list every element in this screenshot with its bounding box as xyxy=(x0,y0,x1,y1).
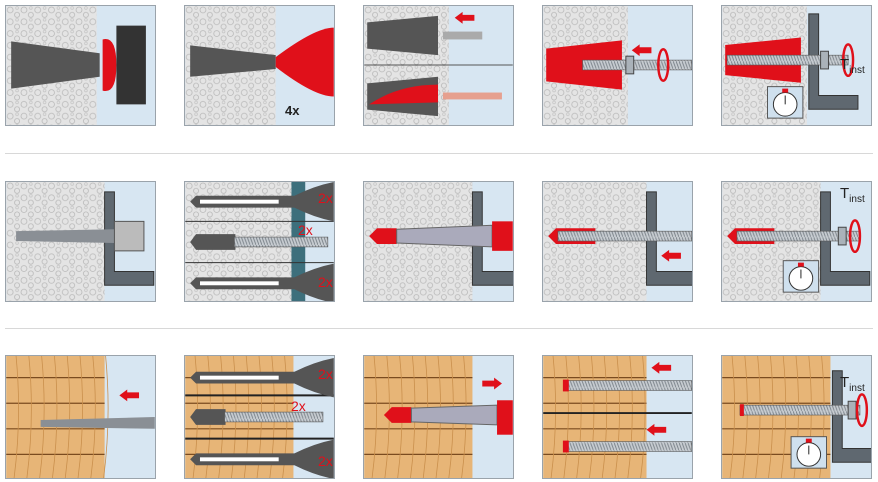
step-clean-hole: 2x 2x 2x xyxy=(184,355,335,479)
step-blow-out-hole: 4x xyxy=(184,5,335,126)
nut-icon xyxy=(820,50,829,70)
step-illustration xyxy=(185,6,334,125)
stopwatch-icon xyxy=(766,86,804,119)
arrow-left-icon xyxy=(646,423,667,436)
torque-label: Tinst xyxy=(840,185,865,205)
step-insert-rod xyxy=(542,5,693,126)
arrow-left-icon xyxy=(631,44,652,57)
blow-count-label: 4x xyxy=(285,103,300,118)
step-illustration xyxy=(185,182,334,301)
step-illustration xyxy=(543,182,692,301)
cleaning-brush-icon xyxy=(234,236,329,248)
step-illustration xyxy=(6,356,155,478)
step-illustration xyxy=(6,182,155,301)
step-illustration xyxy=(364,182,513,301)
fixture-bracket xyxy=(831,370,871,463)
arrow-left-icon xyxy=(119,389,140,402)
arrow-left-icon xyxy=(454,11,475,24)
blow-pump-nozzle xyxy=(190,45,276,77)
nut-icon xyxy=(847,400,857,420)
cleaning-brush-icon xyxy=(224,411,324,423)
step-illustration xyxy=(364,6,513,125)
arrow-left-icon xyxy=(651,361,672,374)
rotate-icon xyxy=(841,43,855,78)
step-illustration xyxy=(364,356,513,478)
step-illustration xyxy=(722,182,871,301)
drill-bit-icon xyxy=(11,41,100,89)
drill-chuck-icon xyxy=(113,220,145,252)
clean-count-label: 2x xyxy=(318,274,333,290)
threaded-rod-icon xyxy=(726,54,849,66)
mixer-nozzle-icon xyxy=(442,31,483,40)
step-illustration xyxy=(722,6,859,125)
wood-substrate xyxy=(543,356,647,478)
step-illustration xyxy=(185,356,334,478)
step-insert-rod xyxy=(542,355,693,479)
row-divider xyxy=(5,328,873,329)
threaded-rod-icon xyxy=(564,441,692,452)
rotate-icon xyxy=(855,393,869,428)
threaded-rod-icon xyxy=(564,380,692,391)
threaded-rod-icon xyxy=(582,59,692,71)
drill-chuck-icon xyxy=(116,25,146,105)
stopwatch-icon xyxy=(782,260,820,293)
arrow-left-icon xyxy=(661,249,681,262)
step-apply-torque: Tinst xyxy=(721,355,872,479)
step-drill-through-fixture xyxy=(5,181,156,302)
clean-count-label: 2x xyxy=(291,398,306,414)
wood-substrate xyxy=(6,356,109,478)
step-illustration xyxy=(543,356,692,478)
stopwatch-icon xyxy=(790,436,828,469)
step-apply-torque: Tinst xyxy=(721,5,872,126)
step-drill-wood xyxy=(5,355,156,479)
nut-icon xyxy=(625,55,635,75)
drill-bit-icon xyxy=(16,229,115,243)
step-apply-torque: Tinst xyxy=(721,181,872,302)
drill-bit-icon xyxy=(40,417,155,429)
mixer-nozzle-icon xyxy=(442,92,502,100)
nut-icon xyxy=(837,226,847,246)
clean-count-label: 2x xyxy=(318,453,333,469)
step-inject-mortar xyxy=(363,5,514,126)
mixer-nozzle-icon xyxy=(396,224,493,248)
arrow-right-icon xyxy=(482,377,502,390)
clean-count-label: 2x xyxy=(318,190,333,206)
threaded-rod-icon xyxy=(739,404,861,416)
step-drill-concrete xyxy=(5,5,156,126)
step-insert-rod xyxy=(542,181,693,302)
threaded-rod-icon xyxy=(557,230,692,242)
blow-pump-icon xyxy=(275,27,334,97)
step-illustration xyxy=(543,6,692,125)
cartridge-icon xyxy=(492,221,513,251)
step-inject-mortar xyxy=(363,355,514,479)
torque-label: Tinst xyxy=(840,56,865,76)
row-divider xyxy=(5,153,873,154)
step-illustration xyxy=(722,356,871,478)
clean-count-label: 2x xyxy=(298,222,313,238)
clean-count-label: 2x xyxy=(318,366,333,382)
step-illustration xyxy=(6,6,146,125)
rotate-icon xyxy=(848,219,862,254)
mortar-fill xyxy=(367,15,439,56)
rotate-icon xyxy=(657,48,670,82)
step-inject-mortar xyxy=(363,181,514,302)
cartridge-icon xyxy=(497,400,513,435)
mixer-nozzle-icon xyxy=(410,404,498,426)
step-clean-hole: 2x 2x 2x xyxy=(184,181,335,302)
torque-label: Tinst xyxy=(840,374,865,394)
